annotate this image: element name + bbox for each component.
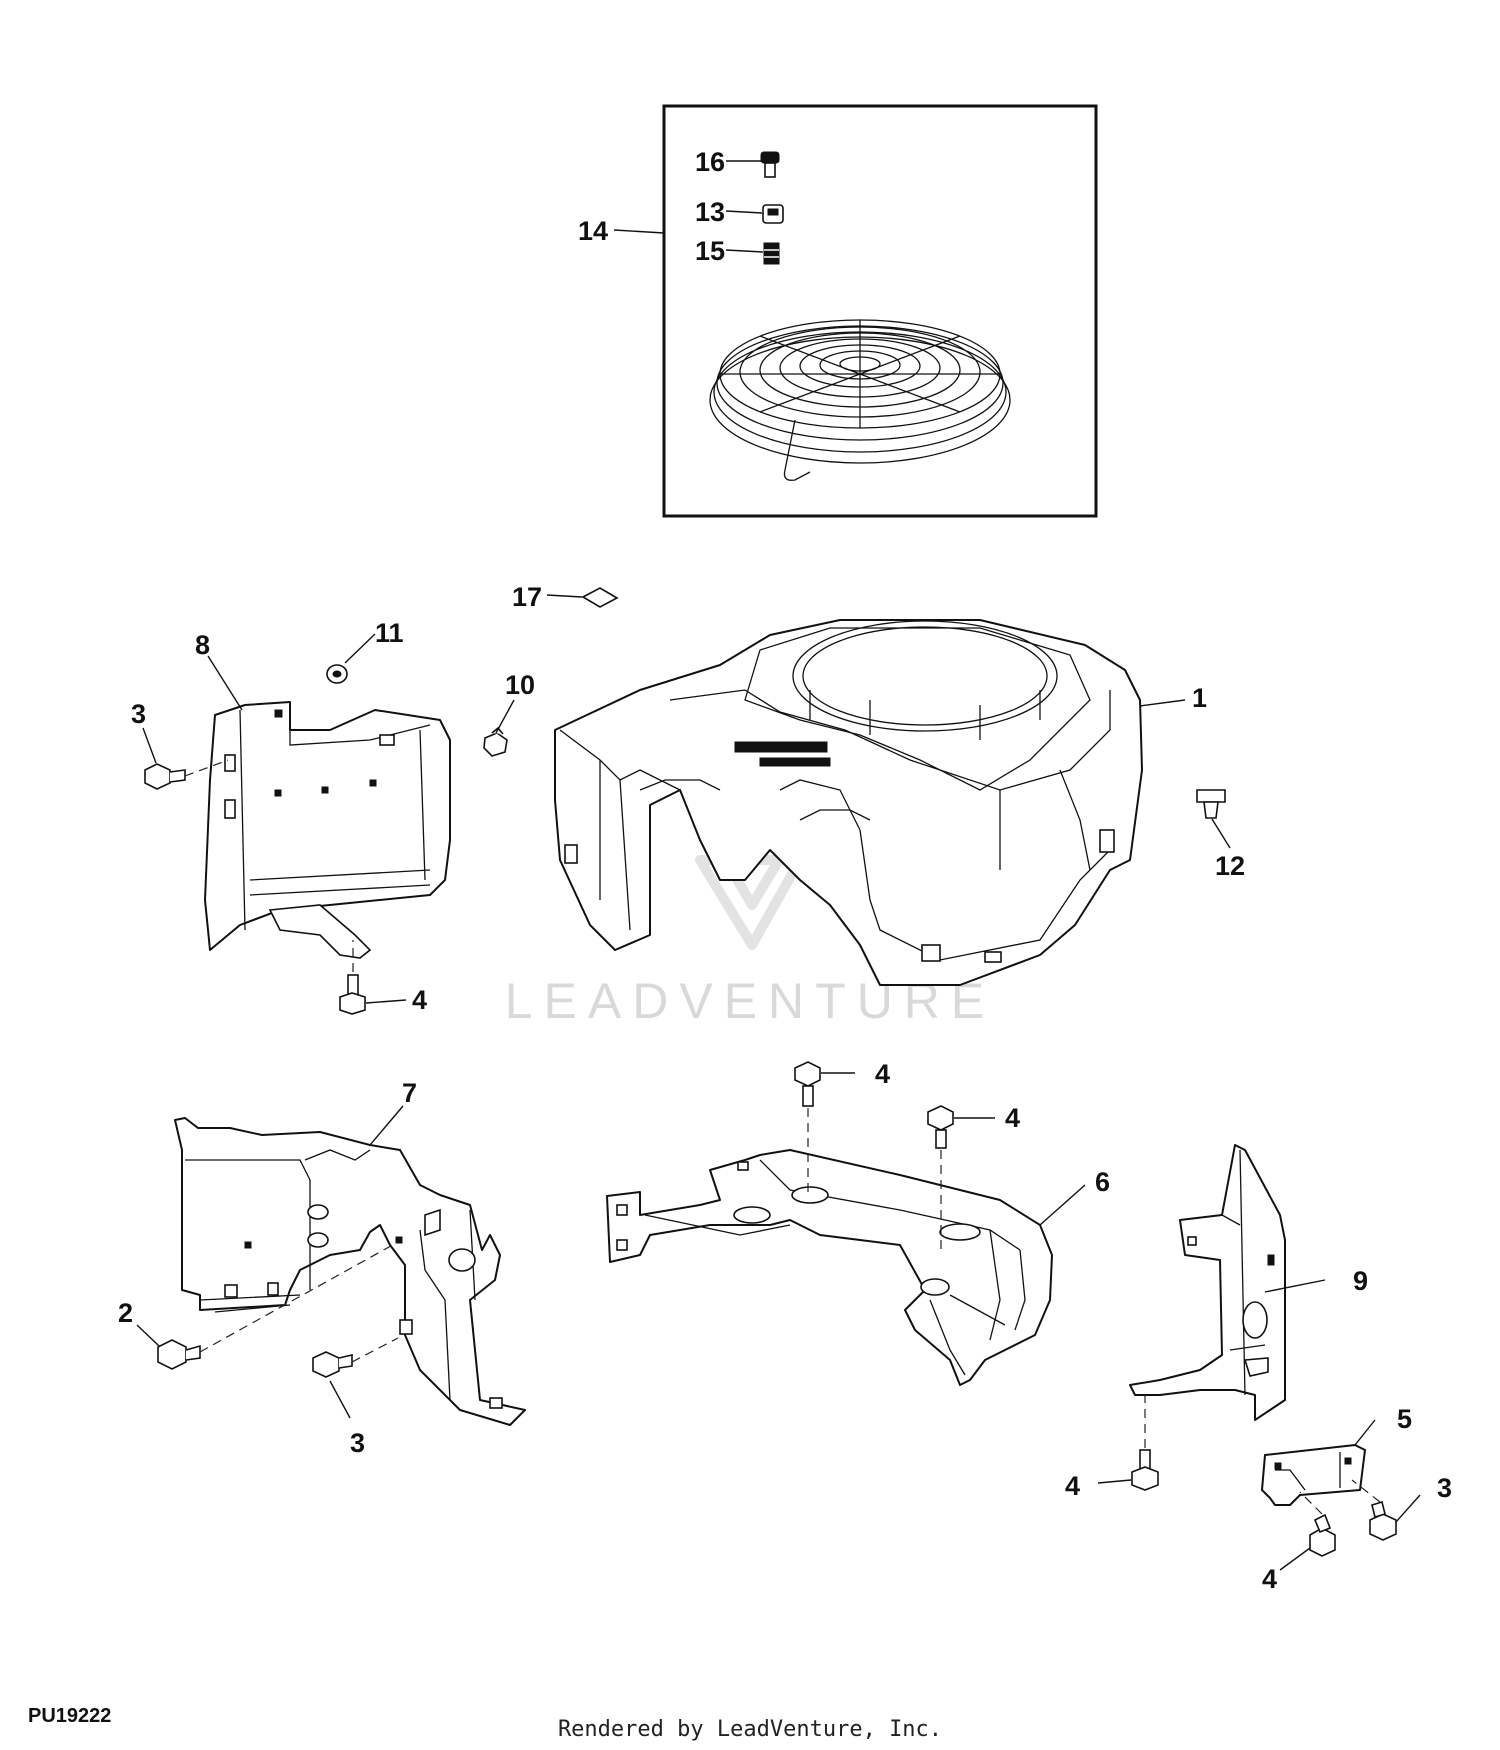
callout-9: 9 bbox=[1353, 1266, 1368, 1296]
callout-11: 11 bbox=[375, 618, 404, 648]
part-4-bolt-b bbox=[794, 1061, 821, 1107]
part-6-lower-baffle bbox=[606, 1149, 1053, 1386]
callout-2: 2 bbox=[118, 1298, 133, 1328]
part-4-bolt-c bbox=[927, 1105, 954, 1149]
part-16-knob bbox=[760, 151, 780, 178]
part-4-bolt-e bbox=[1309, 1513, 1336, 1557]
callout-4-e: 4 bbox=[1262, 1564, 1277, 1594]
callout-4-d: 4 bbox=[1065, 1471, 1080, 1501]
callout-1: 1 bbox=[1192, 683, 1207, 713]
part-7-rear-shroud bbox=[174, 1117, 526, 1426]
callout-13: 13 bbox=[695, 197, 725, 227]
part-2-bolt bbox=[157, 1339, 201, 1370]
document-code: PU19222 bbox=[28, 1705, 112, 1727]
callout-12: 12 bbox=[1215, 851, 1245, 881]
part-3-bolt-b bbox=[312, 1351, 353, 1378]
callout-15: 15 bbox=[695, 236, 725, 266]
callout-14: 14 bbox=[578, 216, 608, 246]
callout-7: 7 bbox=[402, 1078, 417, 1108]
callout-17: 17 bbox=[512, 582, 542, 612]
part-4-bolt-a bbox=[339, 974, 366, 1015]
callout-6: 6 bbox=[1095, 1167, 1110, 1197]
part-10-stud bbox=[483, 726, 508, 757]
part-14-grille-screen bbox=[709, 319, 1011, 481]
callout-3-a: 3 bbox=[131, 699, 146, 729]
part-11-grommet bbox=[326, 664, 348, 684]
part-12-push-clip bbox=[1196, 789, 1226, 819]
callout-3-c: 3 bbox=[1437, 1473, 1452, 1503]
render-credit: Rendered by LeadVenture, Inc. bbox=[557, 1717, 943, 1742]
part-4-bolt-d bbox=[1131, 1449, 1159, 1491]
callout-8: 8 bbox=[195, 630, 210, 660]
part-5-bracket bbox=[1261, 1444, 1366, 1506]
callout-10: 10 bbox=[505, 670, 535, 700]
part-13-nut bbox=[762, 204, 784, 224]
callout-5: 5 bbox=[1397, 1404, 1412, 1434]
callout-3-b: 3 bbox=[350, 1428, 365, 1458]
callout-4-a: 4 bbox=[412, 985, 427, 1015]
leader-lines bbox=[136, 160, 1421, 1571]
part-15-spring bbox=[763, 242, 780, 265]
part-3-bolt-c bbox=[1369, 1500, 1397, 1541]
grille-kit-inset bbox=[662, 104, 1098, 518]
part-8-side-shroud bbox=[204, 701, 451, 959]
callout-4-b: 4 bbox=[875, 1059, 890, 1089]
alignment-lines bbox=[184, 759, 1381, 1515]
part-17-clip bbox=[581, 587, 619, 608]
part-3-bolt-a bbox=[144, 763, 186, 790]
callout-4-c: 4 bbox=[1005, 1103, 1020, 1133]
callout-labels: 16 13 15 14 17 11 8 10 1 3 12 4 7 4 4 6 … bbox=[118, 147, 1452, 1594]
callout-16: 16 bbox=[695, 147, 725, 177]
part-1-blower-housing bbox=[554, 619, 1143, 986]
part-9-side-shroud bbox=[1129, 1144, 1286, 1421]
